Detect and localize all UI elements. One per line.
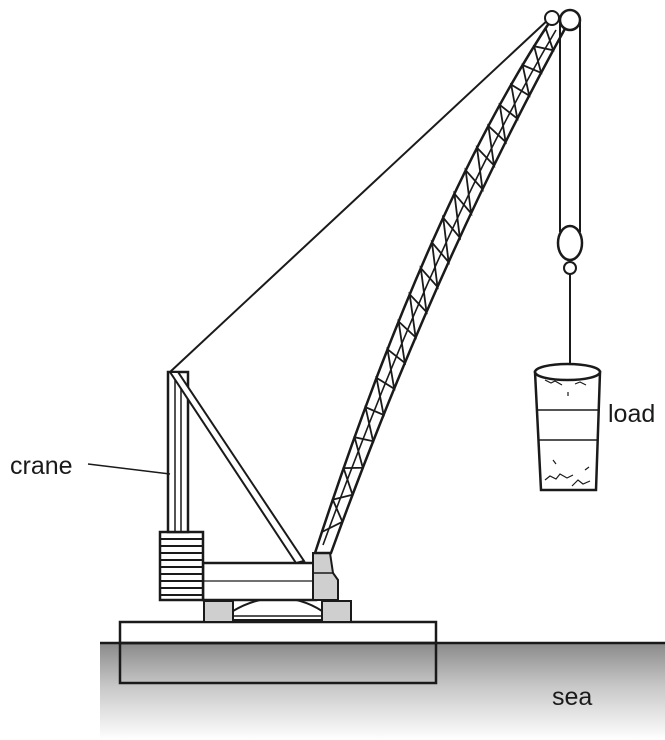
hoist	[556, 22, 584, 364]
track-pad-right	[321, 600, 352, 623]
crane-label-leader	[87, 463, 171, 475]
backstay-cable	[169, 17, 551, 373]
label-crane: crane	[10, 452, 73, 480]
counterweight	[158, 530, 205, 602]
boom-tip	[544, 8, 582, 32]
barge-hull-above	[118, 620, 438, 645]
label-sea: sea	[552, 683, 592, 711]
boom-outline	[313, 15, 569, 555]
tip-sheave-large	[558, 8, 582, 32]
barge-hull-submerged	[118, 641, 438, 685]
boom-lattice	[321, 27, 555, 533]
barge	[118, 620, 438, 685]
mast	[166, 17, 551, 565]
tip-sheave-small	[544, 10, 560, 26]
hook-eye	[563, 261, 577, 275]
crawler-tracks	[203, 596, 352, 623]
crane-base	[201, 552, 339, 602]
label-load: load	[608, 400, 655, 428]
boom-foot	[312, 552, 339, 601]
hook-block	[556, 224, 584, 262]
load-bucket	[533, 370, 602, 492]
sea-water	[100, 643, 665, 740]
load	[533, 362, 602, 492]
boom	[313, 15, 569, 555]
sea	[100, 641, 665, 740]
mast-strut	[168, 371, 306, 565]
track-pad-left	[203, 600, 234, 623]
